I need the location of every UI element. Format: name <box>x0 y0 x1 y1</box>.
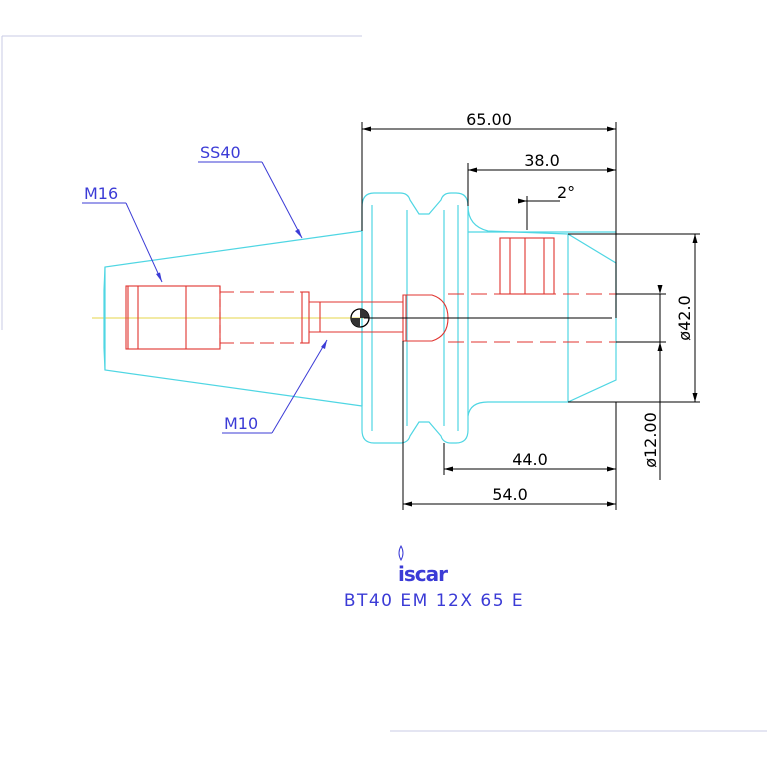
dimension-lines <box>361 122 700 510</box>
frame-lines <box>1 35 767 732</box>
dim-bore-depth: 38.0 <box>524 151 560 170</box>
dim-bore-diameter: ø12.00 <box>641 412 660 468</box>
logo-wordmark: iscar <box>398 562 448 586</box>
dim-length-44: 44.0 <box>512 450 548 469</box>
dim-flange-diameter: ø42.0 <box>675 295 694 340</box>
label-ss40: SS40 <box>200 143 241 162</box>
leader-arrowheads <box>156 229 327 349</box>
brand-logo: iscar <box>398 544 449 586</box>
label-m16: M16 <box>84 184 118 203</box>
logo-flame-icon <box>398 544 404 562</box>
dim-angle: 2° <box>557 183 575 202</box>
taper-shank <box>103 230 363 407</box>
flange <box>361 192 469 444</box>
hidden-features <box>125 237 616 350</box>
leader-lines <box>82 161 328 434</box>
dim-length-54: 54.0 <box>492 485 528 504</box>
arrowheads <box>362 126 698 507</box>
nose-body <box>467 205 617 417</box>
dim-overall-length: 65.00 <box>466 110 512 129</box>
m10-thread-bore <box>301 291 310 344</box>
clamp-screw <box>499 237 555 295</box>
datum-point <box>350 308 370 328</box>
part-designation: BT40 EM 12X 65 E <box>344 591 524 611</box>
label-m10: M10 <box>224 414 258 433</box>
